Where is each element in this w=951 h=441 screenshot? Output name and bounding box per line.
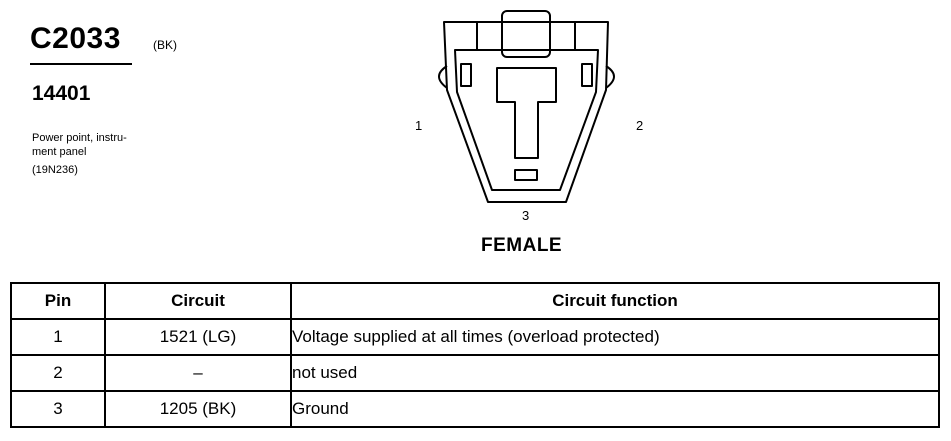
pin-label-2: 2 bbox=[636, 118, 644, 133]
cell-pin: 2 bbox=[10, 354, 106, 392]
title-underline bbox=[30, 63, 132, 65]
description-line: ment panel bbox=[32, 146, 87, 158]
top-latch-left-tab bbox=[476, 21, 503, 51]
connector-face-diagram bbox=[438, 10, 615, 203]
pin-label-1: 1 bbox=[415, 118, 423, 133]
left-latch-ear bbox=[438, 65, 448, 89]
table-row: 1 1521 (LG) Voltage supplied at all time… bbox=[10, 318, 940, 356]
table-row: 3 1205 (BK) Ground bbox=[10, 390, 940, 428]
table-row: 2 – not used bbox=[10, 354, 940, 392]
connector-view-label: FEMALE bbox=[481, 235, 563, 256]
cell-circuit: 1205 (BK) bbox=[104, 390, 292, 428]
connector-housing bbox=[443, 21, 609, 203]
table-header-row: Pin Circuit Circuit function bbox=[10, 282, 940, 320]
terminal-slot-3-t bbox=[496, 67, 557, 159]
pin-label-3: 3 bbox=[522, 208, 530, 223]
terminal-3-indicator bbox=[514, 169, 538, 181]
header-circuit: Circuit bbox=[104, 282, 292, 320]
description-line: (19N236) bbox=[32, 164, 78, 176]
cell-circuit: – bbox=[104, 354, 292, 392]
cell-circuit-function: not used bbox=[290, 354, 940, 392]
connector-inner-body bbox=[454, 49, 599, 191]
header-pin: Pin bbox=[10, 282, 106, 320]
cell-circuit: 1521 (LG) bbox=[104, 318, 292, 356]
terminal-slot-2 bbox=[581, 63, 593, 87]
cell-pin: 1 bbox=[10, 318, 106, 356]
cell-circuit-function: Ground bbox=[290, 390, 940, 428]
part-number: 14401 bbox=[32, 82, 91, 105]
right-latch-ear bbox=[605, 65, 615, 89]
cell-pin: 3 bbox=[10, 390, 106, 428]
description-line: Power point, instru- bbox=[32, 132, 127, 144]
connector-id: C2033 bbox=[30, 22, 121, 55]
cell-circuit-function: Voltage supplied at all times (overload … bbox=[290, 318, 940, 356]
connector-color-code: (BK) bbox=[153, 38, 177, 52]
terminal-slot-1 bbox=[460, 63, 472, 87]
top-latch bbox=[501, 10, 551, 58]
top-latch-right-tab bbox=[549, 21, 576, 51]
pin-table: Pin Circuit Circuit function 1 1521 (LG)… bbox=[10, 282, 940, 428]
header-circuit-function: Circuit function bbox=[290, 282, 940, 320]
